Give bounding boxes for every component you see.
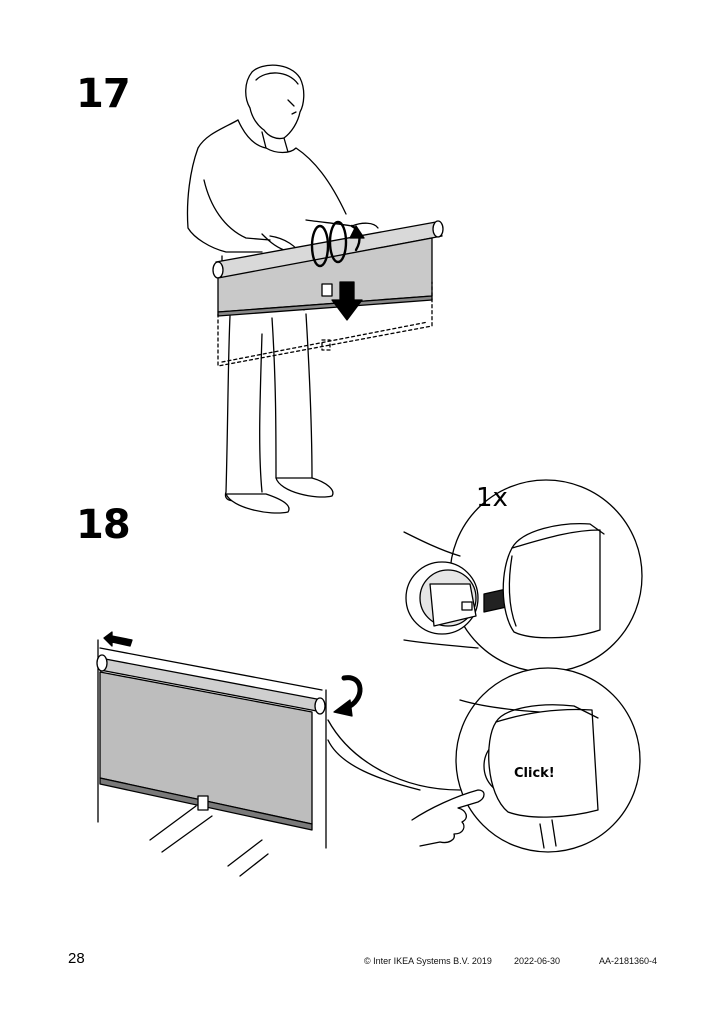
window-blind: [96, 631, 461, 877]
curved-arrow-icon: [333, 699, 353, 717]
man-figure: [186, 64, 379, 514]
detail-circle-attach-cap: [411, 667, 641, 853]
doc-id: AA-2181360-4: [599, 956, 658, 966]
lowered-blind-outline: [217, 281, 433, 367]
step-17-number: 17: [76, 71, 131, 117]
step-18-number: 18: [76, 502, 131, 548]
quantity-label: 1x: [476, 483, 508, 513]
doc-date: 2022-06-30: [514, 956, 561, 966]
roller-tube: [212, 220, 444, 317]
left-arrow-icon: [103, 631, 133, 647]
page-number: 28: [68, 950, 85, 967]
hand-icon: [411, 789, 485, 847]
copyright-text: © Inter IKEA Systems B.V. 2019: [364, 956, 492, 966]
click-callout: Click!: [514, 766, 555, 781]
down-arrow-icon: [331, 281, 363, 321]
detail-circle-remove-cap: [403, 479, 643, 673]
